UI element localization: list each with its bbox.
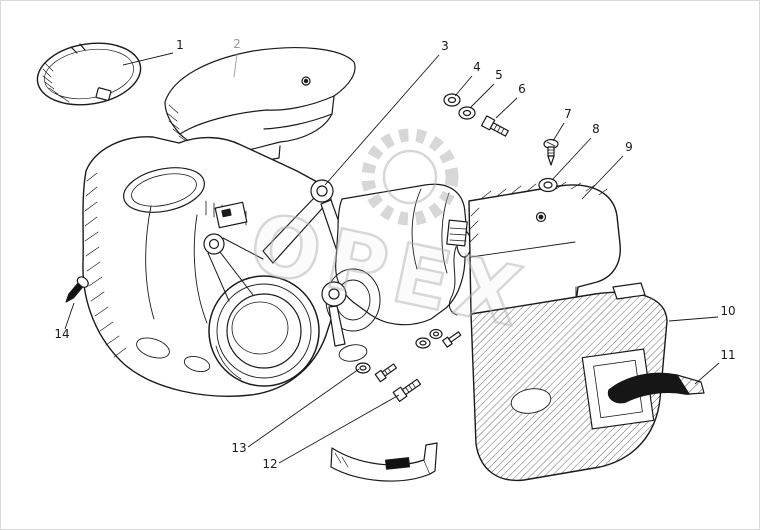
upper-cover-hatch	[166, 104, 190, 144]
callout-label-12: 12	[262, 457, 277, 471]
bolt-6	[480, 115, 509, 137]
callout-leader-9	[581, 155, 624, 200]
callout-leader-11	[694, 362, 720, 385]
callout-leader-6	[495, 97, 518, 119]
bolt-center	[442, 331, 462, 348]
cap-hatch	[42, 62, 70, 103]
callout-label-14: 14	[54, 327, 69, 341]
callout-label-9: 9	[625, 140, 633, 154]
callout-label-11: 11	[720, 348, 735, 362]
washer-center-b	[429, 328, 443, 340]
right-cover-part	[468, 181, 621, 315]
callout-leader-8	[551, 137, 592, 181]
callout-label-3: 3	[441, 39, 449, 53]
callout-label-4: 4	[473, 60, 481, 74]
lever-part	[607, 372, 705, 404]
callout-leader-2	[233, 53, 238, 78]
fasteners	[65, 93, 559, 402]
callout-label-1: 1	[176, 38, 184, 52]
callout-leader-1	[122, 52, 174, 66]
switch-mechanism-part	[262, 179, 475, 362]
left-cover-part	[82, 136, 340, 397]
callout-label-7: 7	[564, 107, 572, 121]
callout-label-2: 2	[233, 37, 241, 51]
cap-part	[36, 42, 142, 106]
cover-opening	[123, 167, 205, 213]
wire	[448, 246, 458, 316]
ring-opening	[208, 275, 320, 387]
callout-leader-5	[469, 83, 495, 109]
screw-7	[543, 138, 559, 166]
callout-label-8: 8	[592, 122, 600, 136]
callout-leader-3	[324, 54, 440, 186]
bolt-13b	[374, 363, 398, 383]
bolt-12	[392, 378, 422, 402]
screw-hole	[535, 211, 547, 223]
callout-leader-10	[668, 316, 719, 322]
callout-label-6: 6	[518, 82, 526, 96]
callout-leader-4	[454, 75, 473, 97]
screw-14	[65, 276, 89, 303]
callout-leader-7	[552, 122, 565, 142]
left-cover-hatch	[84, 172, 127, 358]
callout-label-13: 13	[231, 441, 246, 455]
callout-leader-13	[247, 368, 360, 448]
screw-hole	[301, 76, 311, 86]
callout-label-5: 5	[495, 68, 503, 82]
washer-13	[355, 362, 371, 374]
callout-leader-12	[278, 394, 400, 464]
washer-4	[443, 93, 461, 107]
washer-5	[458, 106, 476, 120]
upper-cover-part	[164, 47, 356, 164]
washer-8	[538, 177, 558, 193]
bottom-strip-part	[330, 442, 438, 482]
callout-leader-14	[64, 302, 75, 330]
callout-label-10: 10	[720, 304, 735, 318]
washer-center-a	[415, 337, 431, 349]
gear-icon	[361, 128, 459, 226]
